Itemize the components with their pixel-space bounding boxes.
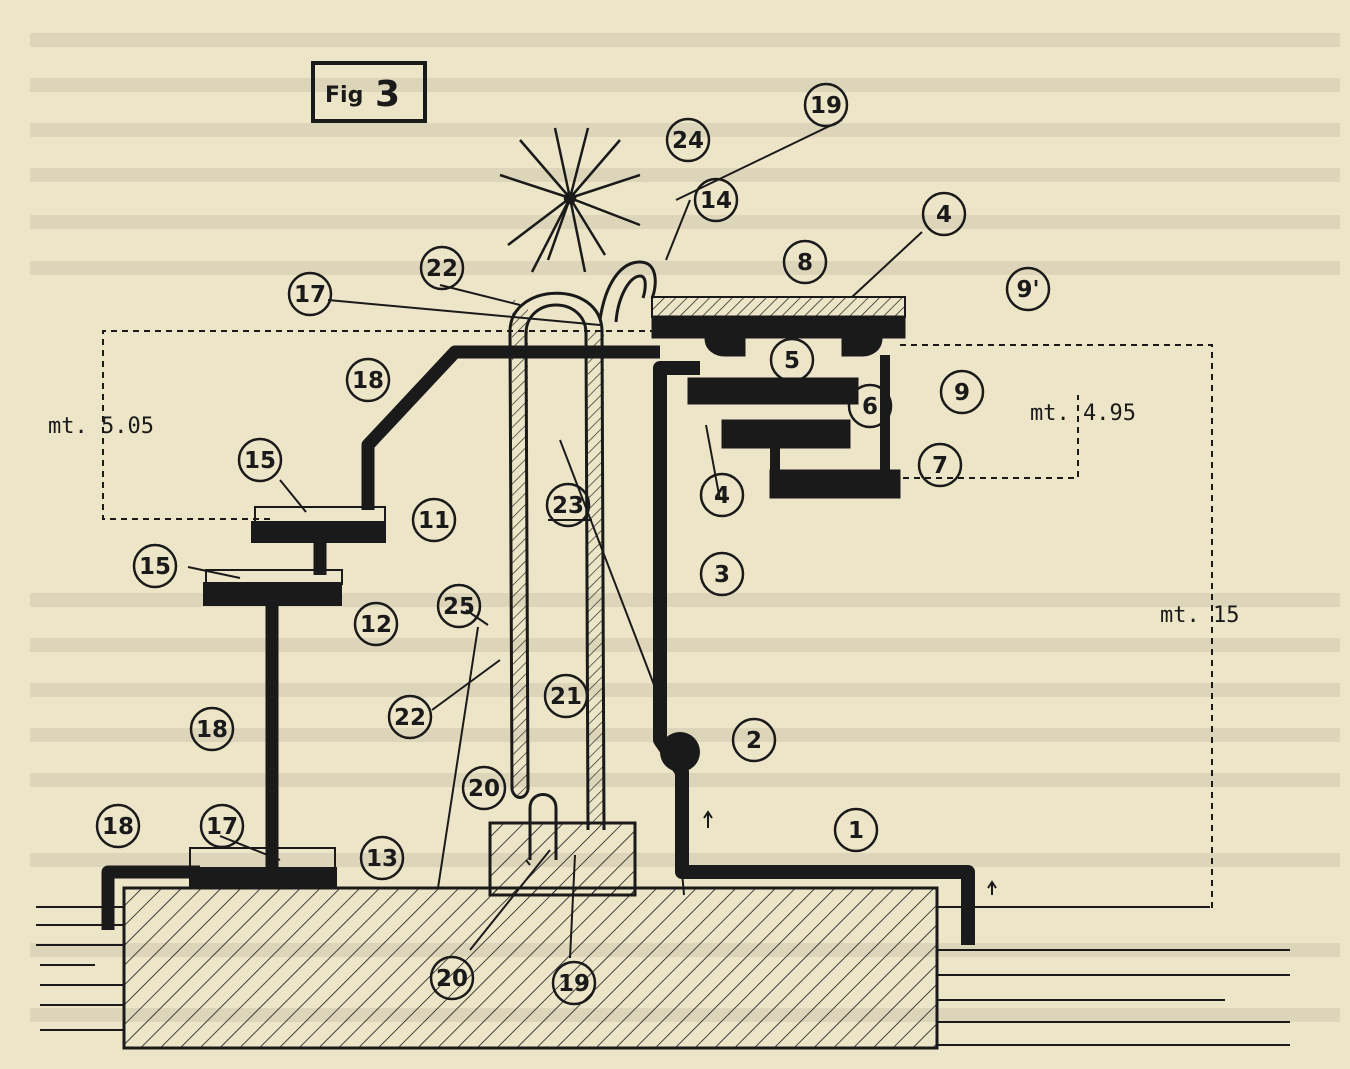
callouts: [95, 82, 1051, 1006]
callout-15b: 15: [139, 554, 171, 580]
callout-circle-23: [545, 482, 591, 528]
callout-circle-17b: [199, 803, 245, 849]
callout-labels: 1 2 3 4 4 5 6 7 8 9 9' 11 12 13 14 15 15…: [102, 93, 1040, 997]
callout-11: 11: [418, 508, 450, 534]
callout-circle-19b: [551, 960, 597, 1006]
callout-circle-1: [833, 807, 879, 853]
callout-24: 24: [672, 128, 704, 154]
callout-circle-8: [782, 239, 828, 285]
water-lines: [36, 924, 1290, 1046]
callout-circle-9: [939, 369, 985, 415]
callout-1: 1: [848, 818, 864, 844]
callout-circle-19a: [803, 82, 849, 128]
callout-17b: 17: [206, 814, 238, 840]
callout-15a: 15: [244, 448, 276, 474]
callout-circle-18b: [189, 706, 235, 752]
callout-circle-2: [731, 717, 777, 763]
upper-reservoir: [651, 296, 906, 499]
callout-circle-12: [353, 601, 399, 647]
callout-circle-15b: [132, 543, 178, 589]
dimension-total-label: mt. 15: [1160, 603, 1239, 628]
figure-number: 3: [375, 74, 400, 115]
callout-19b: 19: [558, 971, 590, 997]
tanks: [189, 506, 386, 889]
callout-circle-25: [436, 583, 482, 629]
dimension-right-label: mt. 4.95: [1030, 401, 1136, 426]
flow-arrows: [703, 810, 997, 895]
inner-tube: [528, 793, 558, 860]
callout-4b: 4: [936, 202, 952, 228]
callout-17a: 17: [294, 282, 326, 308]
callout-8: 8: [797, 250, 813, 276]
callout-6: 6: [862, 394, 878, 420]
callout-14: 14: [700, 188, 732, 214]
callout-circle-20a: [461, 765, 507, 811]
callout-18a: 18: [352, 368, 384, 394]
callout-circle-3: [699, 551, 745, 597]
callout-circle-13: [359, 835, 405, 881]
callout-circle-14: [693, 177, 739, 223]
callout-19a: 19: [810, 93, 842, 119]
callout-circle-4b: [921, 191, 967, 237]
foundation: [36, 886, 1210, 1050]
callout-5: 5: [784, 348, 800, 374]
callout-20a: 20: [468, 776, 500, 802]
callout-4a: 4: [714, 483, 730, 509]
callout-circle-7: [917, 442, 963, 488]
callout-circle-6: [847, 383, 893, 429]
valve-2: [660, 732, 700, 772]
callout-circle-20b: [429, 955, 475, 1001]
callout-circle-9p: [1005, 266, 1051, 312]
callout-9p: 9': [1016, 277, 1039, 303]
callout-22a: 22: [426, 256, 458, 282]
figure-label-text: Fig: [325, 83, 363, 108]
callout-circle-17a: [287, 271, 333, 317]
leader-lines: [187, 119, 923, 959]
dimension-outlines: [102, 330, 1213, 910]
callout-circle-22a: [419, 245, 465, 291]
left-pipe: [101, 345, 660, 930]
dimension-left-label: mt. 5.05: [48, 414, 154, 439]
pump-base: [488, 821, 637, 897]
callout-3: 3: [714, 562, 730, 588]
callout-13: 13: [366, 846, 398, 872]
callout-21: 21: [550, 684, 582, 710]
callout-circle-24: [665, 117, 711, 163]
callout-circle-15a: [237, 437, 283, 483]
callout-20b: 20: [436, 966, 468, 992]
callout-circle-22b: [387, 694, 433, 740]
callout-circle-18a: [345, 357, 391, 403]
siphon-fill-left: [512, 300, 528, 790]
callout-circle-18c: [95, 803, 141, 849]
callout-18c: 18: [102, 814, 134, 840]
callout-25: 25: [443, 594, 475, 620]
callout-18b: 18: [196, 717, 228, 743]
callout-9: 9: [954, 380, 970, 406]
windmill: [499, 127, 641, 273]
siphon-fill-right: [588, 330, 604, 825]
callout-circle-11: [411, 497, 457, 543]
callout-circle-4a: [699, 472, 745, 518]
supply-pipe: [653, 361, 975, 945]
callout-circle-21: [543, 673, 589, 719]
callout-23: 23: [552, 493, 584, 519]
callout-circle-5: [769, 337, 815, 383]
callout-2: 2: [746, 728, 762, 754]
callout-7: 7: [932, 453, 948, 479]
figure-label: Fig 3: [311, 61, 427, 123]
callout-12: 12: [360, 612, 392, 638]
callout-22b: 22: [394, 705, 426, 731]
